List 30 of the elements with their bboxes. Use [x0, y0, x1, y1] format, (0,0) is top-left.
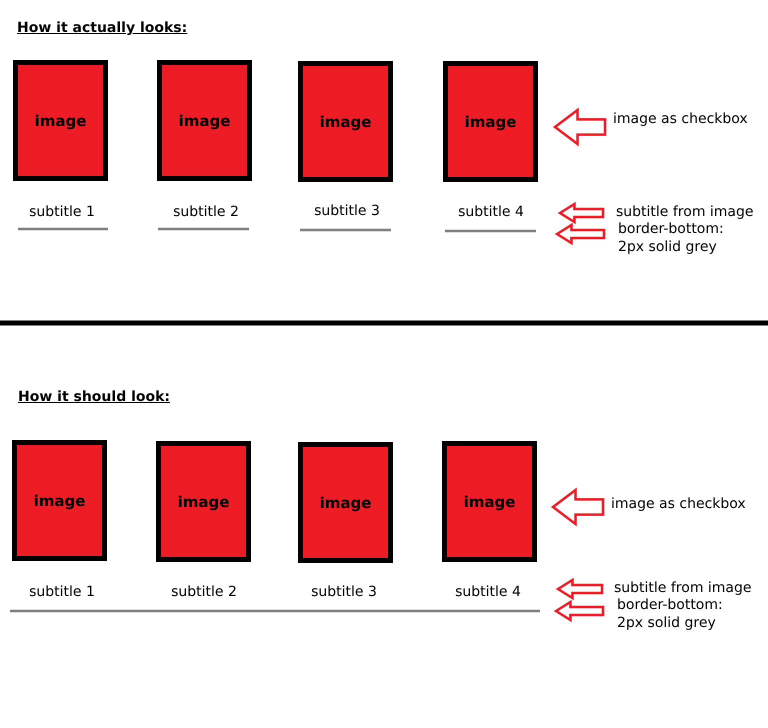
image-checkbox: image [298, 442, 393, 563]
image-checkbox: image [13, 60, 108, 181]
image-checkbox: image [156, 441, 251, 562]
block-arrow [552, 107, 606, 147]
subtitle-text: subtitle 4 [454, 583, 522, 601]
image-checkbox: image [157, 60, 252, 181]
section-heading: How it should look: [18, 389, 170, 405]
block-arrow [554, 222, 606, 246]
annotation-text: border-bottom: 2px solid grey [618, 220, 728, 256]
block-arrow [554, 600, 604, 622]
block-arrow [556, 578, 604, 600]
subtitle-text: subtitle 1 [28, 203, 96, 221]
subtitle-text: subtitle 4 [457, 203, 525, 221]
annotation-text: image as checkbox [611, 495, 761, 513]
section-heading: How it actually looks: [17, 20, 188, 36]
annotation-text: subtitle from image [616, 203, 766, 221]
subtitle-text: subtitle 3 [313, 202, 381, 220]
subtitle-text: subtitle 2 [170, 583, 238, 601]
image-checkbox: image [12, 440, 107, 561]
annotation-text: image as checkbox [613, 110, 763, 128]
image-checkbox: image [442, 441, 537, 562]
image-checkbox: image [298, 61, 393, 182]
annotation-text: subtitle from image [614, 579, 764, 597]
annotation-text: border-bottom: 2px solid grey [617, 596, 727, 632]
subtitle-text: subtitle 1 [28, 583, 96, 601]
block-arrow [550, 487, 604, 527]
block-arrow [558, 202, 604, 224]
subtitle-text: subtitle 2 [172, 203, 240, 221]
subtitle-text: subtitle 3 [310, 583, 378, 601]
image-checkbox: image [443, 61, 538, 182]
